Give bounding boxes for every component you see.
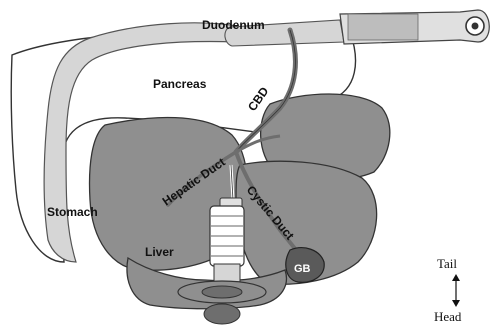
arrow-down-icon [452,300,460,307]
endoscope [340,10,489,44]
orientation-top-label: Tail [437,256,457,271]
orientation-indicator: Tail Head [434,256,462,324]
pancreas-label: Pancreas [153,77,207,91]
liver-label: Liver [145,245,174,259]
stomach-label: Stomach [47,205,98,219]
arrow-up-icon [452,274,460,281]
orientation-bottom-label: Head [434,309,462,324]
gb-label: GB [294,263,311,275]
duodenum-label: Duodenum [202,18,265,32]
